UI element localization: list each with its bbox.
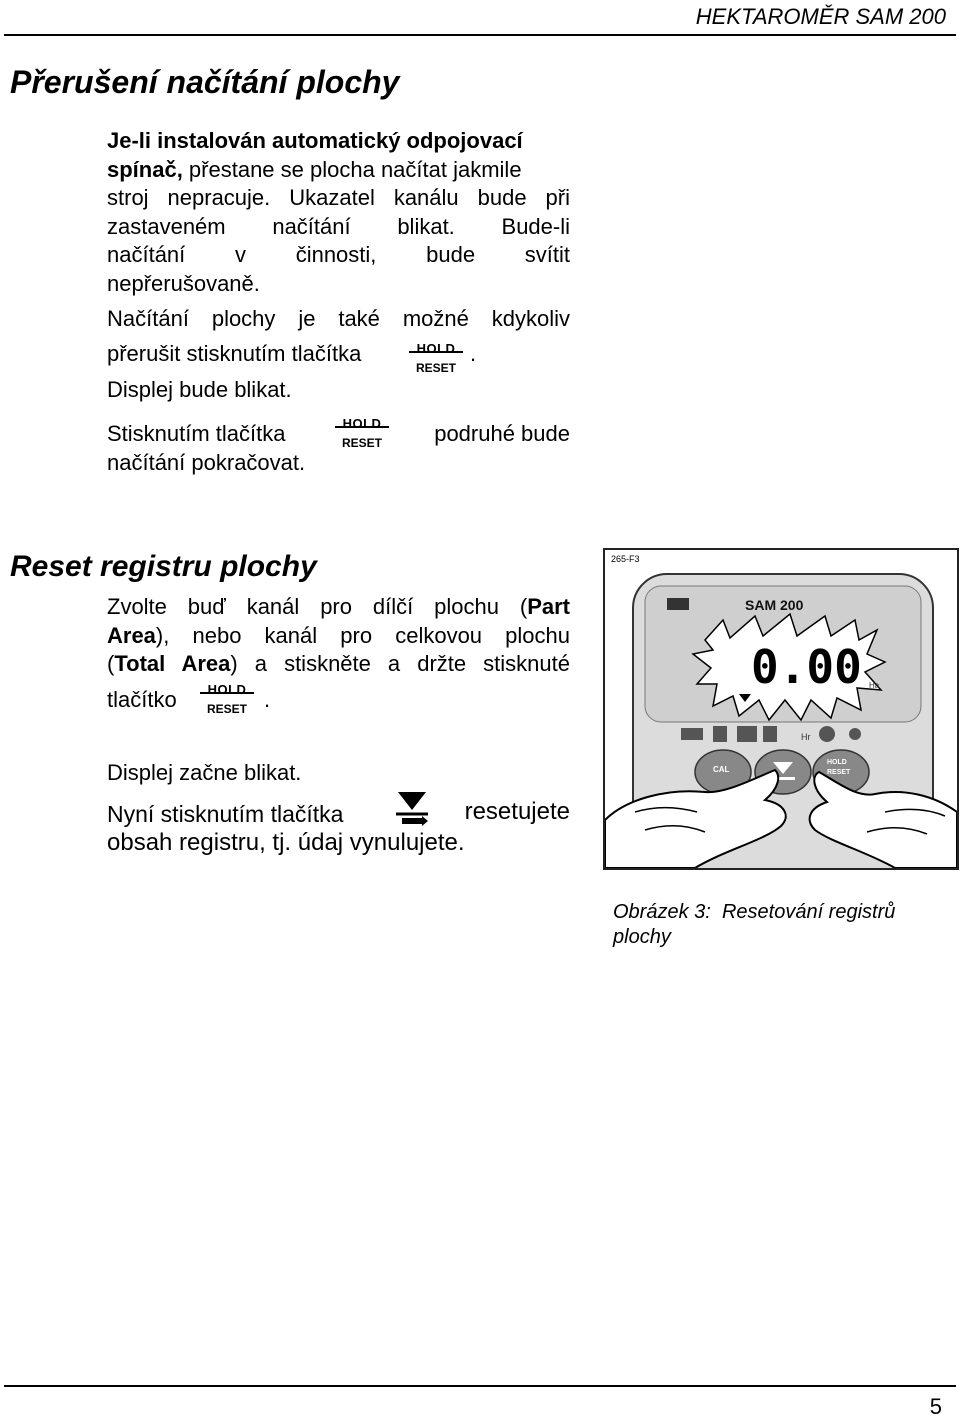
para1-bold-text: Je-li instalován automatický odpojovací bbox=[107, 128, 523, 153]
s2-l6-text-b: resetujete bbox=[464, 798, 570, 825]
s2-line-5: Displej začne blikat. bbox=[107, 760, 302, 785]
para2-period: . bbox=[470, 341, 477, 366]
display-value: 0.00 bbox=[751, 640, 862, 694]
hold-reset-button-icon: HOLD RESET bbox=[200, 676, 254, 716]
para1-line-5: načítání v činnosti, bude svítit bbox=[107, 242, 570, 267]
page-number: 5 bbox=[929, 1394, 942, 1419]
para2-line-3: Displej bude blikat. bbox=[107, 377, 292, 402]
s2-bold-total-area: Total Area bbox=[114, 651, 231, 676]
fig-reset-label: RESET bbox=[827, 769, 851, 776]
caption-label: Obrázek 3: bbox=[613, 901, 711, 923]
s2-l4-text: tlačítko bbox=[107, 687, 177, 712]
figure-code: 265-F3 bbox=[611, 554, 640, 564]
header-rule bbox=[4, 34, 956, 36]
fig-hold-label: HOLD bbox=[827, 759, 847, 766]
para1-line-4: zastaveném načítání blikat. Bude-li bbox=[107, 213, 570, 239]
para2-line-1: Načítání plochy je také možné kdykoliv bbox=[107, 306, 570, 331]
s2-text: ) a stiskněte a držte stisknuté bbox=[230, 651, 570, 676]
section1-heading: Přerušení načítání plochy bbox=[10, 64, 400, 100]
display-unit: Ha bbox=[869, 681, 880, 690]
reset-label: RESET bbox=[341, 436, 382, 450]
hold-reset-bar bbox=[200, 692, 254, 694]
reset-arrow-button-icon bbox=[396, 792, 428, 826]
s2-line-7: obsah registru, tj. údaj vynulujete. bbox=[107, 829, 465, 856]
s2-text: Zvolte buď kanál pro dílčí plochu ( bbox=[107, 594, 528, 619]
section2-heading: Reset registru plochy bbox=[10, 550, 317, 583]
hold-reset-bar bbox=[335, 426, 389, 428]
section2-paragraph-1: Zvolte buď kanál pro dílčí plochu (Part … bbox=[107, 593, 570, 679]
s2-line-4: tlačítko HOLD RESET . bbox=[107, 676, 570, 716]
hr-label: Hr bbox=[801, 732, 811, 742]
para1-line-2: spínač, přestane se plocha načítat jakmi… bbox=[107, 156, 570, 185]
caption-text: Resetování registrů plochy bbox=[613, 901, 896, 948]
para3-line-2: načítání pokračovat. bbox=[107, 450, 306, 475]
footer-rule bbox=[4, 1385, 956, 1387]
s2-paren: ( bbox=[107, 651, 115, 676]
para1-text: přestane se plocha načítat jakmile bbox=[182, 156, 522, 182]
reset-label: RESET bbox=[206, 702, 247, 716]
para3-text-a: Stisknutím tlačítka bbox=[107, 421, 286, 446]
para1-line-1: Je-li instalován automatický odpojovací bbox=[107, 127, 570, 156]
section1-paragraph-1: Je-li instalován automatický odpojovací … bbox=[107, 127, 570, 298]
para1-line-6: nepřerušovaně. bbox=[107, 270, 260, 296]
reset-label: RESET bbox=[415, 361, 456, 375]
cal-label: CAL bbox=[713, 765, 730, 774]
para3-text-b: podruhé bude bbox=[434, 421, 570, 446]
s2-bold-area: Area bbox=[107, 622, 156, 648]
s2-l4-period: . bbox=[264, 687, 271, 712]
device-name: SAM 200 bbox=[745, 597, 804, 613]
s2-line-2: Area), nebo kanál pro celkovou plochu bbox=[107, 622, 570, 651]
s2-bold-part: Part bbox=[527, 594, 570, 619]
para1-bold-text-2: spínač, bbox=[107, 156, 183, 182]
s2-line-6: Nyní stisknutím tlačítka resetujete bbox=[107, 790, 570, 830]
s2-line-1: Zvolte buď kanál pro dílčí plochu (Part bbox=[107, 593, 570, 622]
para1-line-3: stroj nepracuje. Ukazatel kanálu bude př… bbox=[107, 185, 570, 210]
device-figure: 265-F3 SAM 200 0.00 Ha Hr CAL HOLD RESET bbox=[603, 548, 959, 870]
hold-reset-button-icon: HOLD RESET bbox=[335, 410, 389, 450]
para2-line-2: přerušit stisknutím tlačítka HOLD RESET … bbox=[107, 335, 570, 375]
para2-line-2-text: přerušit stisknutím tlačítka bbox=[107, 341, 362, 366]
s2-l6-text-a: Nyní stisknutím tlačítka bbox=[107, 801, 344, 827]
hold-reset-button-icon: HOLD RESET bbox=[409, 335, 463, 375]
s2-text: ), nebo kanál pro celkovou plochu bbox=[155, 622, 570, 648]
section1-paragraph-2: Načítání plochy je také možné kdykoliv bbox=[107, 305, 570, 334]
header-title: HEKTAROMĚR SAM 200 bbox=[695, 4, 946, 29]
sam200-device-illustration: 265-F3 SAM 200 0.00 Ha Hr CAL HOLD RESET bbox=[605, 550, 957, 868]
hold-reset-bar bbox=[409, 351, 463, 353]
figure-caption: Obrázek 3: Resetování registrů plochy bbox=[613, 900, 943, 950]
para3-line-1: Stisknutím tlačítka HOLD RESET podruhé b… bbox=[107, 408, 570, 450]
s2-line-3: (Total Area) a stiskněte a držte stisknu… bbox=[107, 650, 570, 679]
